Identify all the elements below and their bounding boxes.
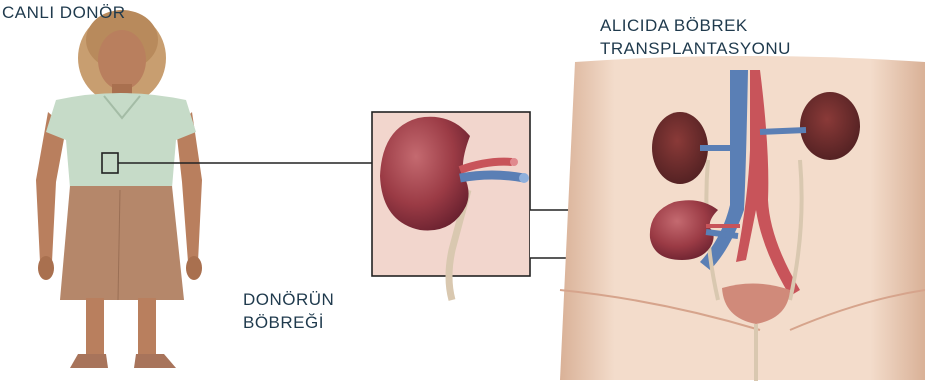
recipient-torso xyxy=(560,56,925,381)
donor-kidney-label-line1: DONÖRÜN xyxy=(243,289,334,310)
living-donor-label: CANLI DONÖR xyxy=(2,2,126,23)
recipient-label-line2: TRANSPLANTASYONU xyxy=(600,38,791,59)
diseased-kidney-right xyxy=(800,92,860,160)
recipient-label-line1: ALICIDA BÖBREK xyxy=(600,15,748,36)
diseased-kidney-left xyxy=(652,112,708,184)
donor-kidney-label-line2: BÖBREĞİ xyxy=(243,312,324,333)
donor-figure xyxy=(36,10,202,368)
donor-kidney-inset xyxy=(372,112,530,300)
